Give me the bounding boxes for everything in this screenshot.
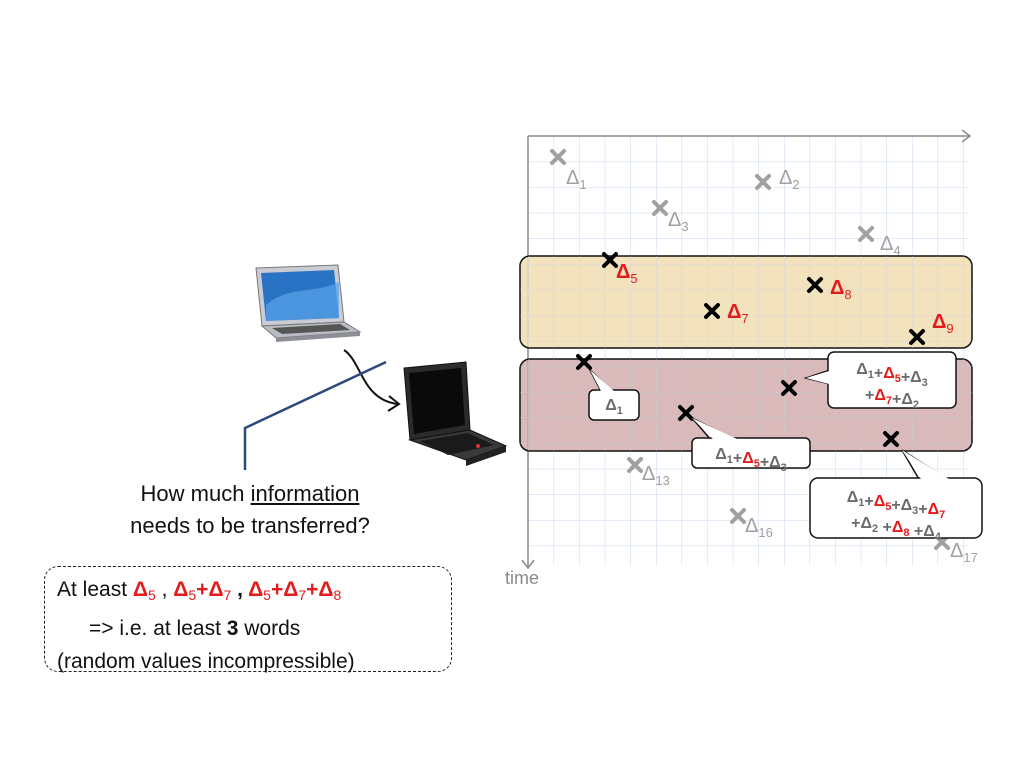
callout-text-c3a: Δ1+Δ5+Δ3 bbox=[856, 361, 928, 389]
marker-labels: Δ1 Δ2 Δ3 Δ4 Δ5 Δ7 Δ8 Δ9 Δ13 Δ16 Δ17 bbox=[566, 167, 978, 565]
partition-line bbox=[243, 360, 387, 470]
label-d13: Δ13 bbox=[642, 463, 670, 488]
marker-d8 bbox=[807, 277, 823, 293]
callout-lower-middle: Δ1+Δ5+Δ3 bbox=[691, 417, 811, 474]
callout-lower-right: Δ1+Δ5+Δ3 +Δ7+Δ2 bbox=[803, 351, 957, 411]
label-d1: Δ1 bbox=[566, 167, 587, 192]
question-prefix: How much bbox=[140, 481, 251, 506]
marker-d13 bbox=[627, 457, 643, 473]
laptop-dark-icon bbox=[403, 361, 508, 466]
marker-d16 bbox=[730, 508, 746, 524]
label-d2: Δ2 bbox=[779, 167, 800, 192]
callout-text-c2: Δ1+Δ5+Δ3 bbox=[715, 446, 787, 474]
label-d5: Δ5 bbox=[616, 261, 638, 286]
callout-bottom-right: Δ1+Δ5+Δ3+Δ7 +Δ2 +Δ8 +Δ4 bbox=[809, 449, 983, 543]
time-axes bbox=[521, 129, 972, 570]
marker-d1 bbox=[550, 149, 566, 165]
label-d16: Δ16 bbox=[745, 515, 773, 540]
marker-d3 bbox=[652, 200, 668, 216]
callout-text-c4a: Δ1+Δ5+Δ3+Δ7 bbox=[847, 489, 946, 521]
marker-m1 bbox=[576, 354, 592, 370]
marker-d2 bbox=[755, 174, 771, 190]
marker-m2 bbox=[678, 405, 694, 421]
answer-line2: => i.e. at least 3 words bbox=[89, 617, 301, 640]
marker-d9 bbox=[909, 329, 925, 345]
transfer-arrow bbox=[343, 349, 401, 412]
answer-box: At least Δ5 , Δ5+Δ7 , Δ5+Δ7+Δ8 => i.e. a… bbox=[44, 566, 452, 673]
marker-d5 bbox=[602, 252, 618, 268]
label-d9: Δ9 bbox=[932, 311, 954, 336]
label-d8: Δ8 bbox=[830, 277, 852, 302]
laptop-icon bbox=[255, 264, 362, 342]
label-d4: Δ4 bbox=[880, 233, 901, 258]
label-d3: Δ3 bbox=[668, 209, 689, 234]
marker-m4 bbox=[883, 431, 899, 447]
event-markers bbox=[550, 149, 950, 550]
marker-m3 bbox=[781, 380, 797, 396]
callout-text-c3b: +Δ7+Δ2 bbox=[865, 387, 919, 411]
question-underlined: information bbox=[250, 481, 360, 506]
question-line2: needs to be transferred? bbox=[130, 513, 370, 538]
label-d7: Δ7 bbox=[727, 301, 749, 326]
callout-d1: Δ1 bbox=[588, 369, 640, 421]
answer-line1: At least Δ5 , Δ5+Δ7 , Δ5+Δ7+Δ8 bbox=[57, 578, 342, 603]
marker-d7 bbox=[704, 303, 720, 319]
callout-text-c4b: +Δ2 +Δ8 +Δ4 bbox=[851, 515, 942, 543]
answer-line3: (random values incompressible) bbox=[57, 650, 355, 673]
time-axis-label: time bbox=[505, 568, 539, 588]
label-d17: Δ17 bbox=[950, 540, 978, 565]
callout-text-c1: Δ1 bbox=[605, 397, 623, 417]
question-text: How much information needs to be transfe… bbox=[90, 478, 410, 542]
marker-d4 bbox=[858, 226, 874, 242]
